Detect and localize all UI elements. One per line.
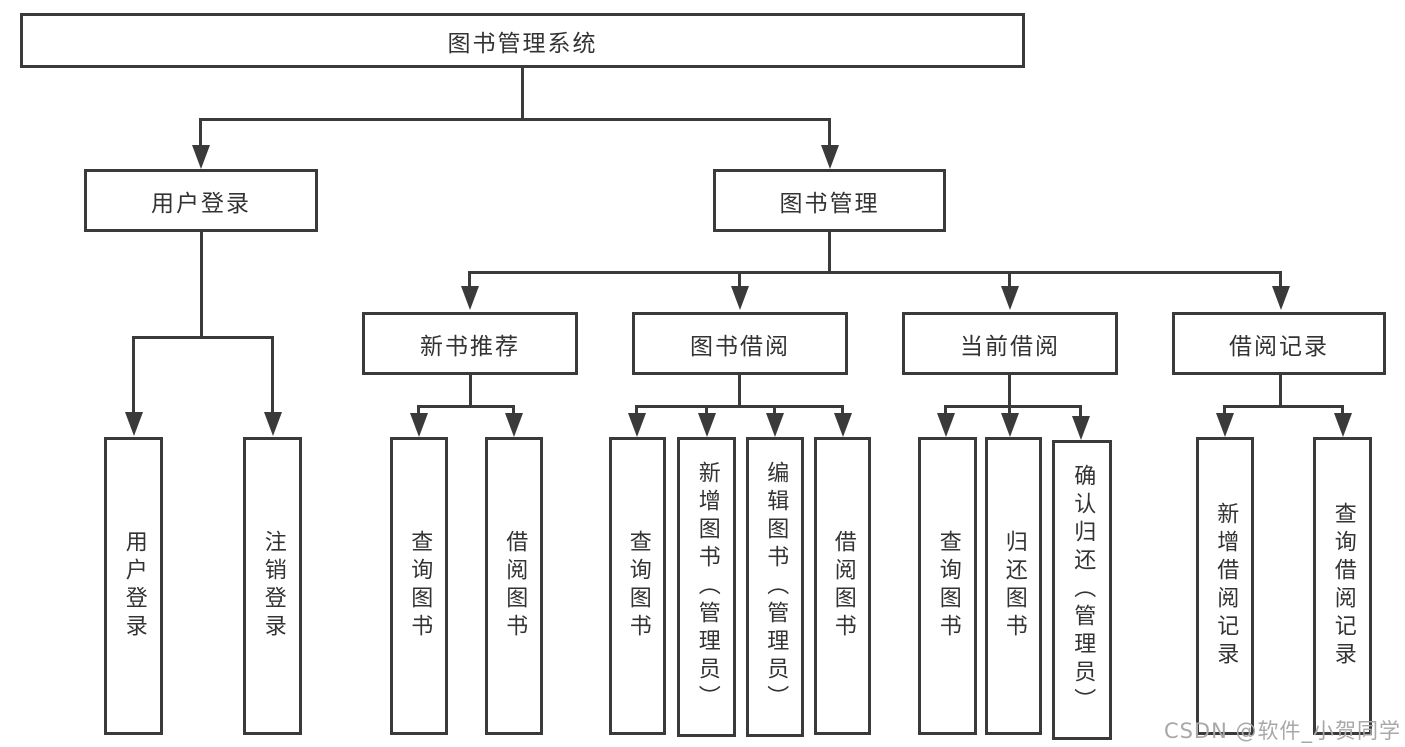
arrowhead-down-icon bbox=[264, 412, 282, 436]
connector-line bbox=[132, 336, 274, 339]
node-label: 新书推荐 bbox=[420, 333, 520, 360]
leaf-add-book-admin: 新增图书（管理员） bbox=[677, 437, 736, 737]
leaf-query-books-borrowing: 查询图书 bbox=[609, 437, 666, 735]
connector-line bbox=[1341, 405, 1344, 416]
leaf-user-login: 用户登录 bbox=[104, 437, 163, 735]
connector-line bbox=[636, 405, 844, 408]
node-label: 当前借阅 bbox=[960, 333, 1060, 360]
watermark: CSDN @软件_小贺同学 bbox=[1163, 719, 1401, 743]
node-borrow-records: 借阅记录 bbox=[1172, 312, 1386, 375]
node-label: 查询图书 bbox=[407, 530, 433, 642]
node-new-book-recommend: 新书推荐 bbox=[362, 312, 578, 375]
connector-line bbox=[773, 405, 776, 416]
node-label: 查询图书 bbox=[935, 530, 961, 642]
arrowhead-down-icon bbox=[1272, 286, 1290, 310]
arrowhead-down-icon bbox=[1001, 286, 1019, 310]
node-label: 查询借阅记录 bbox=[1330, 502, 1356, 670]
connector-line bbox=[841, 405, 844, 416]
connector-line bbox=[1224, 405, 1344, 408]
connector-line bbox=[1008, 375, 1011, 407]
arrowhead-down-icon bbox=[834, 413, 852, 437]
arrowhead-down-icon bbox=[698, 413, 716, 437]
arrowhead-down-icon bbox=[766, 413, 784, 437]
node-label: 查询图书 bbox=[625, 530, 651, 642]
connector-line bbox=[199, 118, 831, 121]
arrowhead-down-icon bbox=[125, 412, 143, 436]
leaf-add-borrow-record: 新增借阅记录 bbox=[1196, 437, 1254, 735]
node-library-system: 图书管理系统 bbox=[20, 13, 1025, 68]
connector-line bbox=[1223, 405, 1226, 416]
node-label: 借阅图书 bbox=[830, 530, 856, 642]
node-label: 注销登录 bbox=[260, 530, 286, 642]
leaf-query-books-current: 查询图书 bbox=[918, 437, 977, 735]
node-label: 图书管理系统 bbox=[447, 30, 598, 57]
connector-line bbox=[944, 405, 947, 416]
arrowhead-down-icon bbox=[410, 413, 428, 437]
leaf-borrow-books: 借阅图书 bbox=[814, 437, 871, 735]
node-label: 用户登录 bbox=[121, 530, 147, 642]
connector-line bbox=[1008, 405, 1011, 416]
arrowhead-down-icon bbox=[731, 286, 749, 310]
leaf-edit-book-admin: 编辑图书（管理员） bbox=[746, 437, 804, 737]
arrowhead-down-icon bbox=[628, 413, 646, 437]
connector-line bbox=[271, 336, 274, 414]
connector-line bbox=[738, 271, 741, 289]
leaf-return-books: 归还图书 bbox=[985, 437, 1042, 735]
connector-line bbox=[1279, 375, 1282, 407]
connector-line bbox=[1079, 405, 1082, 416]
connector-line bbox=[521, 68, 524, 118]
connector-line bbox=[418, 405, 515, 408]
leaf-confirm-return-admin: 确认归还（管理员） bbox=[1052, 440, 1112, 740]
node-label: 图书管理 bbox=[779, 190, 880, 217]
arrowhead-down-icon bbox=[461, 286, 479, 310]
connector-line bbox=[828, 118, 831, 148]
connector-line bbox=[469, 271, 1282, 274]
node-label: 归还图书 bbox=[1001, 530, 1027, 642]
node-book-management: 图书管理 bbox=[713, 169, 946, 232]
node-label: 借阅记录 bbox=[1229, 333, 1329, 360]
arrowhead-down-icon bbox=[821, 145, 839, 169]
connector-line bbox=[738, 375, 741, 407]
node-label: 图书借阅 bbox=[690, 333, 790, 360]
node-label: 用户登录 bbox=[151, 190, 251, 217]
leaf-query-books-recommend: 查询图书 bbox=[390, 437, 448, 735]
arrowhead-down-icon bbox=[505, 413, 523, 437]
leaf-query-borrow-record: 查询借阅记录 bbox=[1313, 437, 1372, 735]
connector-line bbox=[417, 405, 420, 416]
arrowhead-down-icon bbox=[937, 413, 955, 437]
leaf-logout: 注销登录 bbox=[243, 437, 302, 735]
node-current-borrowing: 当前借阅 bbox=[902, 312, 1118, 375]
connector-line bbox=[635, 405, 638, 416]
connector-line bbox=[705, 405, 708, 416]
node-label: 借阅图书 bbox=[502, 530, 528, 642]
connector-line bbox=[1008, 271, 1011, 289]
arrowhead-down-icon bbox=[192, 145, 210, 169]
connector-line bbox=[468, 271, 471, 289]
node-user-login: 用户登录 bbox=[84, 169, 318, 232]
connector-line bbox=[469, 375, 472, 407]
node-label: 新增图书（管理员） bbox=[694, 461, 720, 713]
connector-line bbox=[945, 405, 1082, 408]
arrowhead-down-icon bbox=[1216, 413, 1234, 437]
connector-line bbox=[199, 118, 202, 148]
node-label: 编辑图书（管理员） bbox=[763, 461, 789, 713]
leaf-borrow-books-recommend: 借阅图书 bbox=[485, 437, 543, 735]
arrowhead-down-icon bbox=[1001, 413, 1019, 437]
node-label: 确认归还（管理员） bbox=[1070, 464, 1096, 716]
connector-line bbox=[132, 336, 135, 414]
connector-line bbox=[828, 232, 831, 273]
node-label: 新增借阅记录 bbox=[1213, 502, 1239, 670]
node-book-borrowing: 图书借阅 bbox=[632, 312, 848, 375]
connector-line bbox=[512, 405, 515, 416]
connector-line bbox=[200, 232, 203, 336]
connector-line bbox=[1279, 271, 1282, 289]
arrowhead-down-icon bbox=[1072, 416, 1090, 440]
arrowhead-down-icon bbox=[1334, 413, 1352, 437]
